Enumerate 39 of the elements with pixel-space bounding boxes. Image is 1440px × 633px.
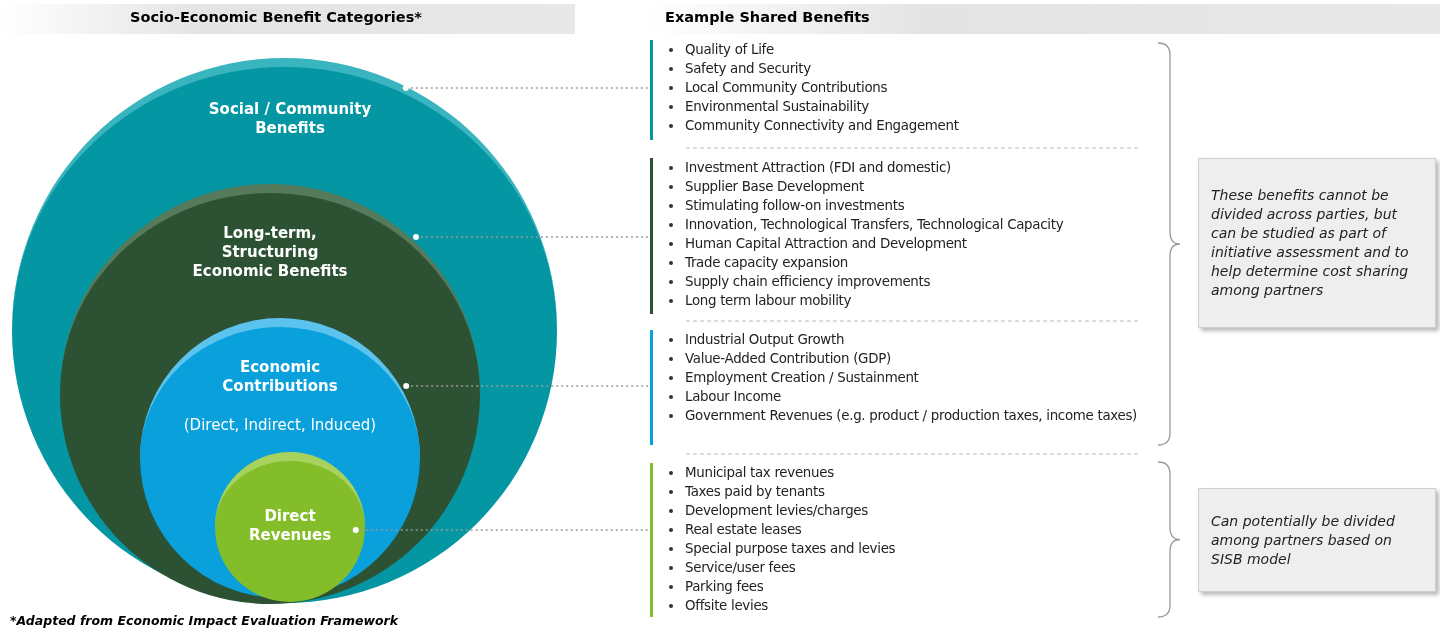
list-item-text: Local Community Contributions bbox=[685, 79, 888, 97]
list-item-text: Development levies/charges bbox=[685, 502, 868, 520]
list-item-text: Community Connectivity and Engagement bbox=[685, 117, 959, 135]
leader-line bbox=[352, 527, 651, 533]
list-item-text: Service/user fees bbox=[685, 559, 796, 577]
list-item-text: Parking fees bbox=[685, 578, 764, 596]
list-item-text: Offsite levies bbox=[685, 597, 769, 615]
list-item-text: Special purpose taxes and levies bbox=[685, 540, 896, 558]
circle-label: Direct Revenues bbox=[247, 507, 333, 545]
list-item-text: Taxes paid by tenants bbox=[685, 483, 825, 501]
note-card: These benefits cannot be divided across parties, but can be studied as part of initiative assessment and to help determine cost sharing among partners bbox=[1198, 158, 1436, 328]
section-heading: Example Shared Benefits bbox=[665, 9, 870, 25]
list-item-text: Quality of Life bbox=[685, 41, 774, 59]
leader-line bbox=[413, 234, 651, 240]
list-item-text: Industrial Output Growth bbox=[685, 331, 845, 349]
list-item-text: Investment Attraction (FDI and domestic) bbox=[685, 159, 951, 177]
section-heading: Socio-Economic Benefit Categories* bbox=[130, 9, 422, 25]
list-item-text: Human Capital Attraction and Development bbox=[685, 235, 967, 253]
circle-label: Social / Community Benefits bbox=[207, 100, 373, 138]
list-item-text: Stimulating follow-on investments bbox=[685, 197, 905, 215]
list-item-text: Labour Income bbox=[685, 388, 781, 406]
list-item-text: Trade capacity expansion bbox=[685, 254, 848, 272]
circle-label: (Direct, Indirect, Induced) bbox=[182, 416, 378, 435]
list-item-text: Innovation, Technological Transfers, Technological Capacity bbox=[685, 216, 1064, 234]
list-item-text: Employment Creation / Sustainment bbox=[685, 369, 919, 387]
list-item-text: Real estate leases bbox=[685, 521, 802, 539]
list-item-text: Safety and Security bbox=[685, 60, 811, 78]
list-item-text: Supplier Base Development bbox=[685, 178, 864, 196]
circle-label: Long-term, Structuring Economic Benefits bbox=[191, 224, 349, 281]
list-item-text: Municipal tax revenues bbox=[685, 464, 834, 482]
note-card: Can potentially be divided among partners based on SISB model bbox=[1198, 488, 1436, 592]
list-item-text: Environmental Sustainability bbox=[685, 98, 869, 116]
list-item-text: Supply chain efficiency improvements bbox=[685, 273, 931, 291]
list-item-text: Value-Added Contribution (GDP) bbox=[685, 350, 891, 368]
circle-label: Economic Contributions bbox=[221, 358, 339, 396]
list-item-text: Government Revenues (e.g. product / production taxes, income taxes) bbox=[685, 407, 1138, 425]
list-item-text: Long term labour mobility bbox=[685, 292, 852, 310]
leader-line bbox=[403, 383, 651, 389]
footnote: *Adapted from Economic Impact Evaluation Framework bbox=[10, 613, 399, 628]
